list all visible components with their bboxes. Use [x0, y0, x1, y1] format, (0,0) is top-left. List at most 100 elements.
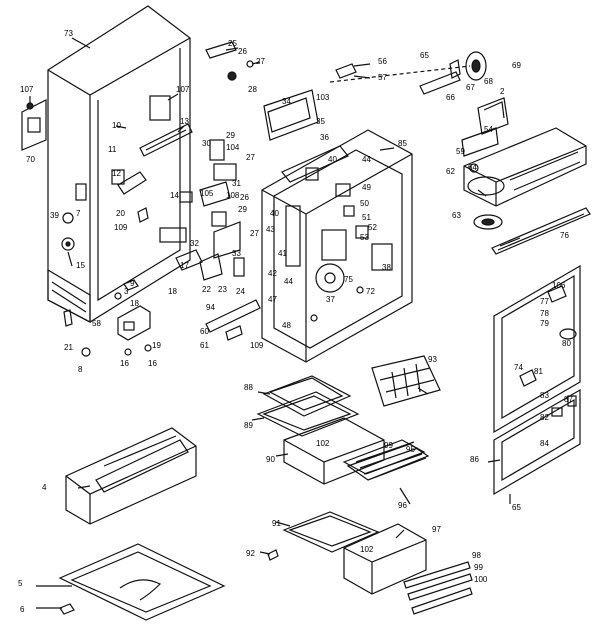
callout-32: 32 — [190, 239, 199, 248]
crisper-shelves — [256, 355, 441, 485]
callout-18b: 18 — [130, 299, 139, 308]
callout-97: 97 — [432, 525, 441, 534]
callout-91: 91 — [272, 519, 281, 528]
callout-33: 33 — [232, 249, 241, 258]
ice-bin — [463, 127, 587, 207]
callout-96: 96 — [398, 501, 407, 510]
callout-65: 65 — [420, 51, 429, 60]
callout-105: 105 — [200, 189, 214, 198]
callout-75: 75 — [344, 275, 353, 284]
callout-81: 81 — [534, 367, 543, 376]
callout-109b: 109 — [250, 341, 264, 350]
callout-4: 4 — [42, 483, 47, 492]
callout-3: 3 — [124, 287, 129, 296]
callout-44: 44 — [362, 155, 371, 164]
callout-23: 23 — [218, 285, 227, 294]
ice-maker-assembly — [329, 51, 509, 173]
callout-27c: 27 — [250, 229, 259, 238]
drain-pan — [58, 543, 226, 621]
callout-63: 63 — [452, 211, 461, 220]
callout-65b: 65 — [512, 503, 521, 512]
callout-48: 48 — [282, 321, 291, 330]
callout-93: 93 — [428, 355, 437, 364]
callout-100: 100 — [474, 575, 488, 584]
callout-11: 11 — [108, 145, 117, 154]
callout-53: 53 — [360, 233, 369, 242]
meat-drawer — [267, 511, 427, 595]
callout-78: 78 — [540, 309, 549, 318]
callout-102a: 102 — [316, 439, 330, 448]
callout-106: 106 — [552, 281, 566, 290]
callout-26b: 26 — [240, 193, 249, 202]
toe-grille — [65, 427, 197, 525]
callout-6: 6 — [20, 605, 25, 614]
crisper-cover-frame — [342, 439, 430, 481]
callout-85: 85 — [398, 139, 407, 148]
callout-29a: 29 — [226, 131, 235, 140]
callout-13: 13 — [180, 117, 189, 126]
callout-16a: 16 — [120, 359, 129, 368]
callout-41: 41 — [278, 249, 287, 258]
drawer-rails — [403, 561, 473, 615]
callout-89: 89 — [244, 421, 253, 430]
callout-36: 36 — [320, 133, 329, 142]
freezer-liner — [261, 129, 413, 363]
callout-68: 68 — [484, 77, 493, 86]
auger-disc — [473, 214, 503, 230]
hinge-parts — [61, 95, 193, 251]
callout-99a: 99 — [384, 441, 393, 450]
callout-40b: 40 — [270, 209, 279, 218]
callout-86: 86 — [470, 455, 479, 464]
lower-bracket — [63, 279, 152, 357]
callout-102b: 102 — [360, 545, 374, 554]
callout-22: 22 — [202, 285, 211, 294]
callout-94: 94 — [206, 303, 215, 312]
callout-30: 30 — [202, 139, 211, 148]
callout-44b: 44 — [284, 277, 293, 286]
callout-82: 82 — [540, 413, 549, 422]
callout-24: 24 — [236, 287, 245, 296]
side-bracket — [21, 99, 47, 151]
callout-107a: 107 — [20, 85, 34, 94]
callout-92: 92 — [246, 549, 255, 558]
callout-16b: 16 — [148, 359, 157, 368]
callout-95: 95 — [406, 445, 415, 454]
callout-26a: 26 — [238, 47, 247, 56]
callout-54: 54 — [484, 125, 493, 134]
callout-25: 25 — [228, 39, 237, 48]
callout-84: 84 — [540, 439, 549, 448]
callout-62: 62 — [446, 167, 455, 176]
callout-17: 17 — [180, 261, 189, 270]
leader-lines — [29, 37, 521, 609]
callout-43: 43 — [266, 225, 275, 234]
callout-72: 72 — [366, 287, 375, 296]
callout-58: 58 — [92, 319, 101, 328]
callout-103: 103 — [316, 93, 330, 102]
callout-99b: 99 — [474, 563, 483, 572]
callout-42: 42 — [268, 269, 277, 278]
callout-7a: 7 — [76, 209, 81, 218]
callout-18a: 18 — [168, 287, 177, 296]
callout-29b: 29 — [238, 205, 247, 214]
callout-28: 28 — [248, 85, 257, 94]
callout-73: 73 — [64, 29, 73, 38]
callout-88: 88 — [244, 383, 253, 392]
callout-40a: 40 — [328, 155, 337, 164]
callout-12: 12 — [112, 169, 121, 178]
rail — [491, 207, 591, 255]
callout-109a: 109 — [114, 223, 128, 232]
callout-8: 8 — [78, 365, 83, 374]
callout-34: 34 — [282, 97, 291, 106]
callout-14: 14 — [170, 191, 179, 200]
callout-39: 39 — [50, 211, 59, 220]
callout-61: 61 — [200, 341, 209, 350]
callout-37: 37 — [326, 295, 335, 304]
callout-66: 66 — [446, 93, 455, 102]
callout-76: 76 — [560, 231, 569, 240]
outer-cabinet — [47, 5, 191, 323]
callout-108: 108 — [226, 191, 240, 200]
callout-2: 2 — [500, 87, 505, 96]
callout-104: 104 — [226, 143, 240, 152]
